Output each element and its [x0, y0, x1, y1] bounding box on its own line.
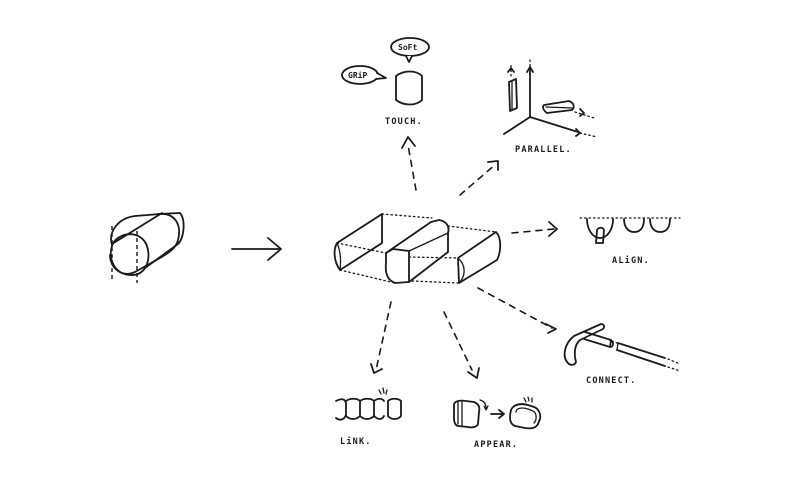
arrow-to-align [511, 221, 558, 237]
split-segments [333, 213, 502, 284]
arrow-to-appear [443, 311, 480, 379]
connect-illustration: CONNECT. [563, 323, 681, 386]
label-align: ALiGN. [612, 255, 650, 266]
align-illustration: ALiGN. [579, 217, 681, 266]
label-appear: APPEAR. [474, 440, 518, 450]
arrow-to-touch [401, 136, 417, 191]
link-illustration: LiNK. [335, 387, 402, 447]
bubble-grip: GRiP [348, 70, 367, 80]
label-connect: CONNECT. [586, 376, 637, 386]
label-link: LiNK. [340, 436, 372, 447]
source-cylinder [109, 212, 185, 283]
arrow-to-parallel [459, 160, 499, 196]
transform-arrow-icon [231, 237, 282, 261]
touch-illustration: SoFt GRiP TOUCH. [341, 37, 430, 127]
label-parallel: PARALLEL. [515, 145, 572, 155]
arrow-to-connect [477, 287, 557, 334]
arrow-to-link [370, 301, 392, 374]
appear-illustration: APPEAR. [453, 396, 542, 450]
bubble-soft: SoFt [398, 43, 417, 52]
parallel-illustration: PARALLEL. [503, 57, 598, 155]
label-touch: TOUCH. [385, 117, 423, 127]
